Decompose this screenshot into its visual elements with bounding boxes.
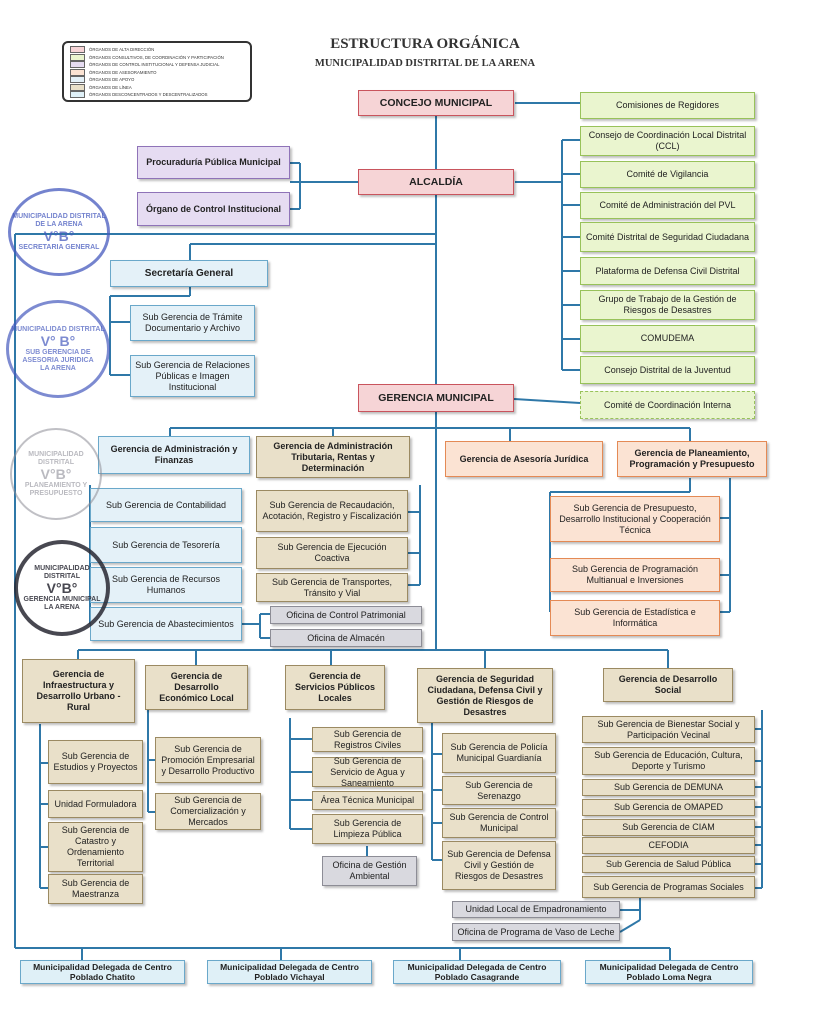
node-empadronamiento: Unidad Local de Empadronamiento (452, 901, 620, 918)
node-sg-agua: Sub Gerencia de Servicio de Agua y Sanea… (312, 756, 423, 788)
node-g-tributaria: Gerencia de Administración Tributaria, R… (256, 436, 410, 478)
node-sg-programacion: Sub Gerencia de Programación Multianual … (550, 558, 720, 592)
node-g-juridica: Gerencia de Asesoría Jurídica (445, 441, 603, 477)
node-vaso-leche: Oficina de Programa de Vaso de Leche (452, 923, 620, 941)
node-sg-bienestar: Sub Gerencia de Bienestar Social y Parti… (582, 716, 755, 743)
node-g-planeamiento: Gerencia de Planeamiento, Programación y… (617, 441, 767, 477)
node-alcaldia: ALCALDÍA (358, 169, 514, 195)
node-g-social: Gerencia de Desarrollo Social (603, 668, 733, 702)
legend-item: ÓRGANOS DE LÍNEA (70, 83, 244, 92)
chart-title: ESTRUCTURA ORGÁNICA (330, 36, 520, 52)
node-cefodia: CEFODIA (582, 837, 755, 854)
node-unidad-formuladora: Unidad Formuladora (48, 790, 143, 818)
legend-item: ÓRGANOS DE CONTROL INSTITUCIONAL Y DEFEN… (70, 61, 244, 69)
node-comudema: COMUDEMA (580, 325, 755, 352)
node-sg-tesoreria: Sub Gerencia de Tesorería (90, 527, 242, 563)
node-sg-contabilidad: Sub Gerencia de Contabilidad (90, 488, 242, 522)
node-sg-relaciones: Sub Gerencia de Relaciones Públicas e Im… (130, 355, 255, 397)
node-sg-abastecimientos: Sub Gerencia de Abastecimientos (90, 607, 242, 641)
node-g-infraestructura: Gerencia de Infraestructura y Desarrollo… (22, 659, 135, 723)
node-secretaria-general: Secretaría General (110, 260, 268, 287)
node-oci: Órgano de Control Institucional (137, 192, 290, 226)
node-grd: Grupo de Trabajo de la Gestión de Riesgo… (580, 290, 755, 320)
node-cp-vichayal: Municipalidad Delegada de Centro Poblado… (207, 960, 372, 984)
node-sg-presupuesto: Sub Gerencia de Presupuesto, Desarrollo … (550, 496, 720, 542)
node-of-ambiental: Oficina de Gestión Ambiental (322, 856, 417, 886)
node-sg-demuna: Sub Gerencia de DEMUNA (582, 779, 755, 796)
node-sg-ciam: Sub Gerencia de CIAM (582, 819, 755, 836)
node-cp-loma-negra: Municipalidad Delegada de Centro Poblado… (585, 960, 753, 984)
node-sg-control-municipal: Sub Gerencia de Control Municipal (442, 808, 556, 838)
node-sg-rrhh: Sub Gerencia de Recursos Humanos (90, 567, 242, 603)
node-sg-programas: Sub Gerencia de Programas Sociales (582, 876, 755, 898)
legend-item: ÓRGANOS DE ASESORAMIENTO (70, 68, 244, 77)
node-g-seguridad: Gerencia de Seguridad Ciudadana, Defensa… (417, 668, 553, 723)
node-sg-registros: Sub Gerencia de Registros Civiles (312, 727, 423, 752)
node-sg-maestranza: Sub Gerencia de Maestranza (48, 874, 143, 904)
node-sg-limpieza: Sub Gerencia de Limpieza Pública (312, 814, 423, 844)
chart-subtitle: MUNICIPALIDAD DISTRITAL DE LA ARENA (314, 58, 536, 69)
legend-item: ÓRGANOS DE APOYO (70, 76, 244, 84)
node-sg-promocion: Sub Gerencia de Promoción Empresarial y … (155, 737, 261, 783)
node-sg-transportes: Sub Gerencia de Transportes, Tránsito y … (256, 573, 408, 602)
node-g-economico: Gerencia de Desarrollo Económico Local (145, 665, 248, 710)
node-sg-defensa-civil: Sub Gerencia de Defensa Civil y Gestión … (442, 841, 556, 890)
node-of-almacen: Oficina de Almacén (270, 629, 422, 647)
node-g-servicios: Gerencia de Servicios Públicos Locales (285, 665, 385, 710)
node-ccl: Consejo de Coordinación Local Distrital … (580, 126, 755, 156)
node-sg-recaudacion: Sub Gerencia de Recaudación, Acotación, … (256, 490, 408, 532)
node-seguridad-ciudadana: Comité Distrital de Seguridad Ciudadana (580, 222, 755, 252)
node-concejo-municipal: CONCEJO MUNICIPAL (358, 90, 514, 116)
legend-item: ÓRGANOS DE ALTA DIRECCIÓN (70, 46, 244, 54)
node-sg-omaped: Sub Gerencia de OMAPED (582, 799, 755, 816)
node-sg-comercializacion: Sub Gerencia de Comercialización y Merca… (155, 793, 261, 830)
node-sg-salud: Sub Gerencia de Salud Pública (582, 856, 755, 873)
node-cp-chatito: Municipalidad Delegada de Centro Poblado… (20, 960, 185, 984)
node-juventud: Consejo Distrital de la Juventud (580, 356, 755, 384)
node-coord-interna: Comité de Coordinación Interna (580, 391, 755, 419)
node-sg-policia: Sub Gerencia de Policía Municipal Guardi… (442, 733, 556, 773)
node-procuraduria: Procuraduría Pública Municipal (137, 146, 290, 179)
node-of-patrimonial: Oficina de Control Patrimonial (270, 606, 422, 624)
node-sg-estudios: Sub Gerencia de Estudios y Proyectos (48, 740, 143, 784)
node-sg-tramite: Sub Gerencia de Trámite Documentario y A… (130, 305, 255, 341)
node-sg-catastro: Sub Gerencia de Catastro y Ordenamiento … (48, 822, 143, 872)
node-sg-educacion: Sub Gerencia de Educación, Cultura, Depo… (582, 747, 755, 775)
node-defensa-civil: Plataforma de Defensa Civil Distrital (580, 257, 755, 285)
legend-item: ÓRGANOS CONSULTIVOS, DE COORDINACIÓN Y P… (70, 53, 244, 62)
node-pvl: Comité de Administración del PVL (580, 192, 755, 219)
node-sg-serenazgo: Sub Gerencia de Serenazgo (442, 776, 556, 805)
node-sg-estadistica: Sub Gerencia de Estadística e Informátic… (550, 600, 720, 636)
node-g-administracion: Gerencia de Administración y Finanzas (98, 436, 250, 474)
node-gerencia-municipal: GERENCIA MUNICIPAL (358, 384, 514, 412)
node-vigilancia: Comité de Vigilancia (580, 161, 755, 188)
node-sg-coactiva: Sub Gerencia de Ejecución Coactiva (256, 537, 408, 569)
node-comisiones: Comisiones de Regidores (580, 92, 755, 119)
node-area-tecnica: Área Técnica Municipal (312, 791, 423, 810)
node-cp-casagrande: Municipalidad Delegada de Centro Poblado… (393, 960, 561, 984)
legend: ÓRGANOS DE ALTA DIRECCIÓN ÓRGANOS CONSUL… (62, 41, 252, 102)
legend-item: ÓRGANOS DESCONCENTRADOS Y DESCENTRALIZAD… (70, 91, 244, 99)
